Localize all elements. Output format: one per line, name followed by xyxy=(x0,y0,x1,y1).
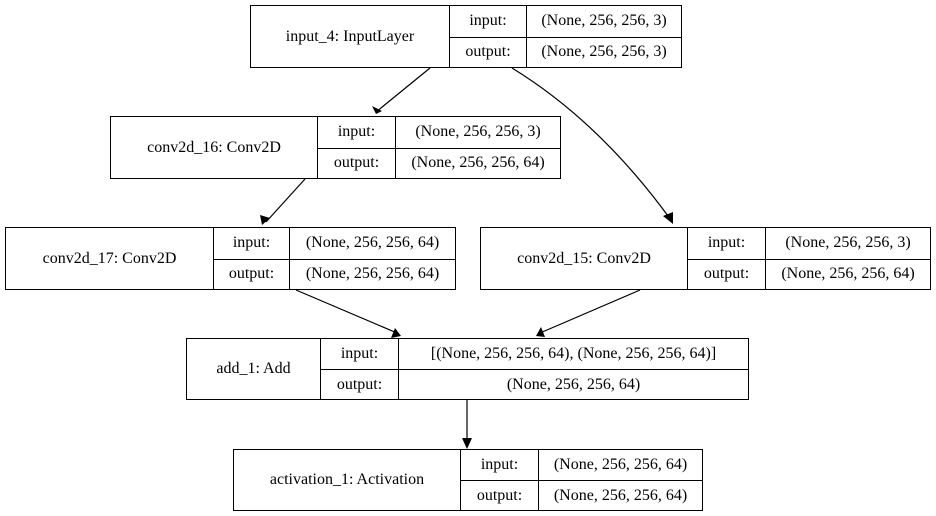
output-shape: (None, 256, 256, 64) xyxy=(411,154,545,172)
node-conv2d-17: conv2d_17: Conv2D input: (None, 256, 256… xyxy=(5,227,456,290)
output-row: output: (None, 256, 256, 64) xyxy=(688,258,930,289)
output-label: output: xyxy=(318,148,396,178)
arrowhead-icon xyxy=(372,106,382,114)
input-shape: (None, 256, 256, 3) xyxy=(541,12,667,30)
node-name: conv2d_15: Conv2D xyxy=(481,228,688,289)
input-row: input: (None, 256, 256, 64) xyxy=(461,450,702,480)
input-row: input: (None, 256, 256, 64) xyxy=(214,228,455,259)
output-shape: (None, 256, 256, 64) xyxy=(305,265,440,283)
node-input-4: input_4: InputLayer input: (None, 256, 2… xyxy=(250,5,682,68)
node-name: conv2d_17: Conv2D xyxy=(6,228,214,289)
edge-conv2d_16-to-conv2d_17 xyxy=(265,178,306,223)
input-label: input: xyxy=(318,117,396,148)
output-label: output: xyxy=(321,370,399,399)
input-shape: (None, 256, 256, 3) xyxy=(785,234,911,252)
output-row: output: (None, 256, 256, 64) xyxy=(321,369,748,399)
output-shape: (None, 256, 256, 64) xyxy=(781,265,915,283)
input-label: input: xyxy=(450,6,527,37)
input-row: input: [(None, 256, 256, 64), (None, 256… xyxy=(321,339,748,369)
output-label: output: xyxy=(461,481,539,510)
output-shape: (None, 256, 256, 3) xyxy=(541,43,667,61)
edge-conv2d_15-to-add_1 xyxy=(539,289,641,334)
arrowhead-icon xyxy=(462,438,472,449)
node-add-1: add_1: Add input: [(None, 256, 256, 64),… xyxy=(186,338,749,400)
input-shape: (None, 256, 256, 64) xyxy=(553,456,688,473)
input-row: input: (None, 256, 256, 3) xyxy=(450,6,681,37)
output-label: output: xyxy=(688,259,766,289)
output-shape: (None, 256, 256, 64) xyxy=(553,486,688,504)
node-name: input_4: InputLayer xyxy=(251,6,450,67)
output-row: output: (None, 256, 256, 64) xyxy=(214,258,455,289)
output-label: output: xyxy=(450,37,527,67)
node-conv2d-16: conv2d_16: Conv2D input: (None, 256, 256… xyxy=(110,116,561,179)
output-label: output: xyxy=(214,259,290,289)
input-shape: (None, 256, 256, 64) xyxy=(305,234,440,252)
input-label: input: xyxy=(321,339,399,369)
node-name: add_1: Add xyxy=(187,339,321,399)
arrowhead-icon xyxy=(536,327,545,337)
output-row: output: (None, 256, 256, 64) xyxy=(318,147,560,178)
input-row: input: (None, 256, 256, 3) xyxy=(688,228,930,259)
edge-conv2d_17-to-add_1 xyxy=(295,289,398,334)
arrowhead-icon xyxy=(663,212,673,224)
arrowhead-icon xyxy=(260,215,270,225)
output-row: output: (None, 256, 256, 64) xyxy=(461,480,702,510)
node-activation-1: activation_1: Activation input: (None, 2… xyxy=(233,449,703,511)
input-row: input: (None, 256, 256, 3) xyxy=(318,117,560,148)
input-label: input: xyxy=(214,228,290,259)
node-name: activation_1: Activation xyxy=(234,450,461,510)
input-label: input: xyxy=(461,450,539,480)
output-shape: (None, 256, 256, 64) xyxy=(506,375,641,393)
arrowhead-icon xyxy=(391,328,401,338)
input-shape: (None, 256, 256, 3) xyxy=(415,123,541,141)
node-conv2d-15: conv2d_15: Conv2D input: (None, 256, 256… xyxy=(480,227,931,290)
edge-input_4-to-conv2d_16 xyxy=(375,67,431,113)
input-label: input: xyxy=(688,228,766,259)
input-shape: [(None, 256, 256, 64), (None, 256, 256, … xyxy=(430,345,717,362)
output-row: output: (None, 256, 256, 3) xyxy=(450,36,681,67)
node-name: conv2d_16: Conv2D xyxy=(111,117,318,178)
